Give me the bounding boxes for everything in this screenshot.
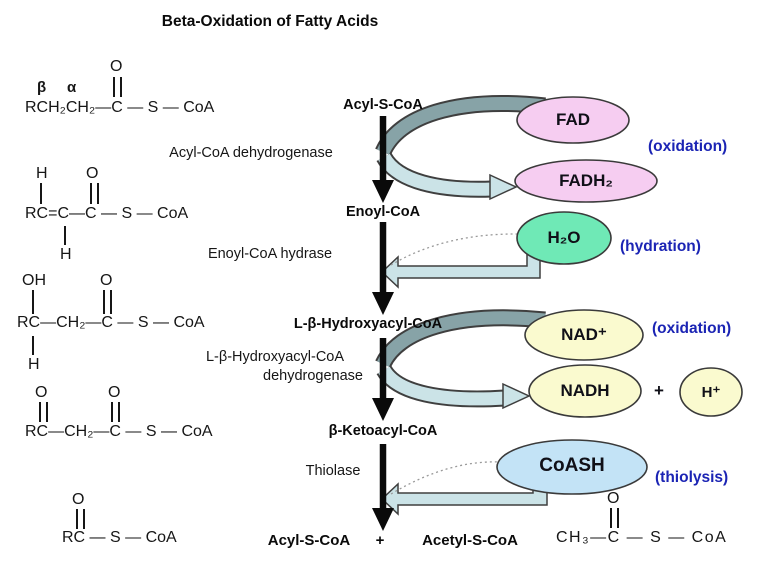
intermediate-ketoacyl-coa: β-Ketoacyl-CoA bbox=[328, 423, 438, 439]
product-acyl-s-coa: Acyl-S-CoA bbox=[267, 532, 351, 549]
cofactor-fadh2: FADH₂ bbox=[559, 171, 613, 190]
cofactor-fad: FAD bbox=[556, 110, 590, 129]
reaction-type-thiolysis: (thiolysis) bbox=[655, 469, 729, 486]
h2o-oval bbox=[516, 211, 612, 265]
reaction-arrow-3-head bbox=[372, 398, 394, 421]
coash-dotted-curve bbox=[390, 461, 501, 495]
nadh-oval bbox=[528, 364, 642, 418]
coash-oval bbox=[496, 439, 648, 495]
cofactor-nad-plus: NAD⁺ bbox=[561, 325, 607, 344]
ketoacyl-chain-formula: RC—CH₂—C — S — CoA bbox=[25, 423, 213, 440]
enzyme-thiolase: Thiolase bbox=[305, 463, 361, 479]
single-bond bbox=[32, 290, 34, 314]
enzyme-hydroxyacyl-dehydrogenase-line1: L-β-Hydroxyacyl-CoA bbox=[205, 349, 345, 365]
fad-in-arrow bbox=[377, 97, 546, 155]
hydroxyacyl-h-bottom: H bbox=[28, 356, 40, 373]
enzyme-enoyl-coa-hydrase: Enoyl-CoA hydrase bbox=[207, 246, 333, 262]
acetyl-product-oxygen: O bbox=[607, 490, 620, 507]
acyl-carbonyl-oxygen: O bbox=[110, 58, 123, 75]
single-bond bbox=[40, 183, 42, 204]
nadh-h-plus-sign: + bbox=[654, 381, 664, 400]
fadh2-out-arrow bbox=[378, 153, 493, 196]
double-bond bbox=[39, 402, 48, 422]
enoyl-chain-formula: RC=C—C — S — CoA bbox=[25, 205, 189, 222]
enzyme-acyl-coa-dehydrogenase: Acyl-CoA dehydrogenase bbox=[169, 145, 333, 161]
cofactor-coash: CoASH bbox=[539, 455, 605, 476]
keto-oxygen-1: O bbox=[35, 384, 48, 401]
single-bond bbox=[64, 226, 66, 245]
hydroxyacyl-chain-formula: RC—CH₂—C — S — CoA bbox=[17, 314, 205, 331]
cofactor-h-plus: H⁺ bbox=[701, 384, 721, 401]
fadh2-oval bbox=[514, 159, 658, 203]
double-bond bbox=[113, 77, 122, 97]
reaction-type-oxidation-2: (oxidation) bbox=[652, 320, 732, 337]
diagram-title: Beta-Oxidation of Fatty Acids bbox=[161, 13, 379, 30]
enoyl-h-top: H bbox=[36, 165, 48, 182]
double-bond bbox=[103, 290, 112, 314]
beta-carbon-label: β bbox=[37, 79, 47, 96]
hydroxyacyl-carbonyl-oxygen: O bbox=[100, 272, 113, 289]
enzyme-hydroxyacyl-dehydrogenase-line2: dehydrogenase bbox=[263, 368, 363, 384]
acetyl-product-formula: CH₃—C — S — CoA bbox=[556, 529, 728, 546]
keto-oxygen-2: O bbox=[108, 384, 121, 401]
fad-oval bbox=[516, 96, 630, 144]
fadh2-out-arrowhead bbox=[489, 173, 518, 201]
hydroxyl-group-label: OH bbox=[22, 272, 46, 289]
intermediate-hydroxyacyl-coa: L-β-Hydroxyacyl-CoA bbox=[293, 316, 443, 332]
nad-in-arrow bbox=[377, 311, 546, 368]
intermediate-acyl-s-coa: Acyl-S-CoA bbox=[343, 97, 423, 113]
reaction-type-oxidation-1: (oxidation) bbox=[648, 138, 728, 155]
nad-oval bbox=[524, 309, 644, 361]
h-plus-oval bbox=[679, 367, 743, 417]
alpha-carbon-label: α bbox=[67, 79, 77, 96]
double-bond bbox=[610, 508, 619, 528]
enoyl-h-bottom: H bbox=[60, 246, 72, 263]
single-bond bbox=[32, 336, 34, 355]
reaction-arrow-1-head bbox=[372, 180, 394, 203]
product-acetyl-s-coa: Acetyl-S-CoA bbox=[422, 532, 518, 549]
double-bond bbox=[90, 183, 99, 204]
nadh-out-arrowhead bbox=[502, 382, 531, 410]
double-bond bbox=[111, 402, 120, 422]
acyl-chain-formula: RCH₂CH₂—C — S — CoA bbox=[25, 99, 215, 116]
acyl-product-oxygen: O bbox=[72, 491, 85, 508]
cofactor-h2o: H₂O bbox=[547, 228, 581, 247]
h2o-dotted-curve bbox=[390, 233, 521, 266]
reaction-type-hydration: (hydration) bbox=[620, 238, 701, 255]
cofactor-nadh: NADH bbox=[560, 381, 610, 400]
h2o-elbow-arrow bbox=[380, 242, 541, 289]
product-plus-sign: + bbox=[375, 532, 385, 549]
acyl-product-formula: RC — S — CoA bbox=[62, 529, 177, 546]
intermediate-enoyl-coa: Enoyl-CoA bbox=[345, 204, 421, 220]
nadh-out-arrow bbox=[378, 366, 506, 406]
enoyl-carbonyl-oxygen: O bbox=[86, 165, 99, 182]
double-bond bbox=[76, 509, 85, 529]
reaction-arrow-4-head bbox=[372, 508, 394, 531]
reaction-arrow-2-head bbox=[372, 292, 394, 315]
